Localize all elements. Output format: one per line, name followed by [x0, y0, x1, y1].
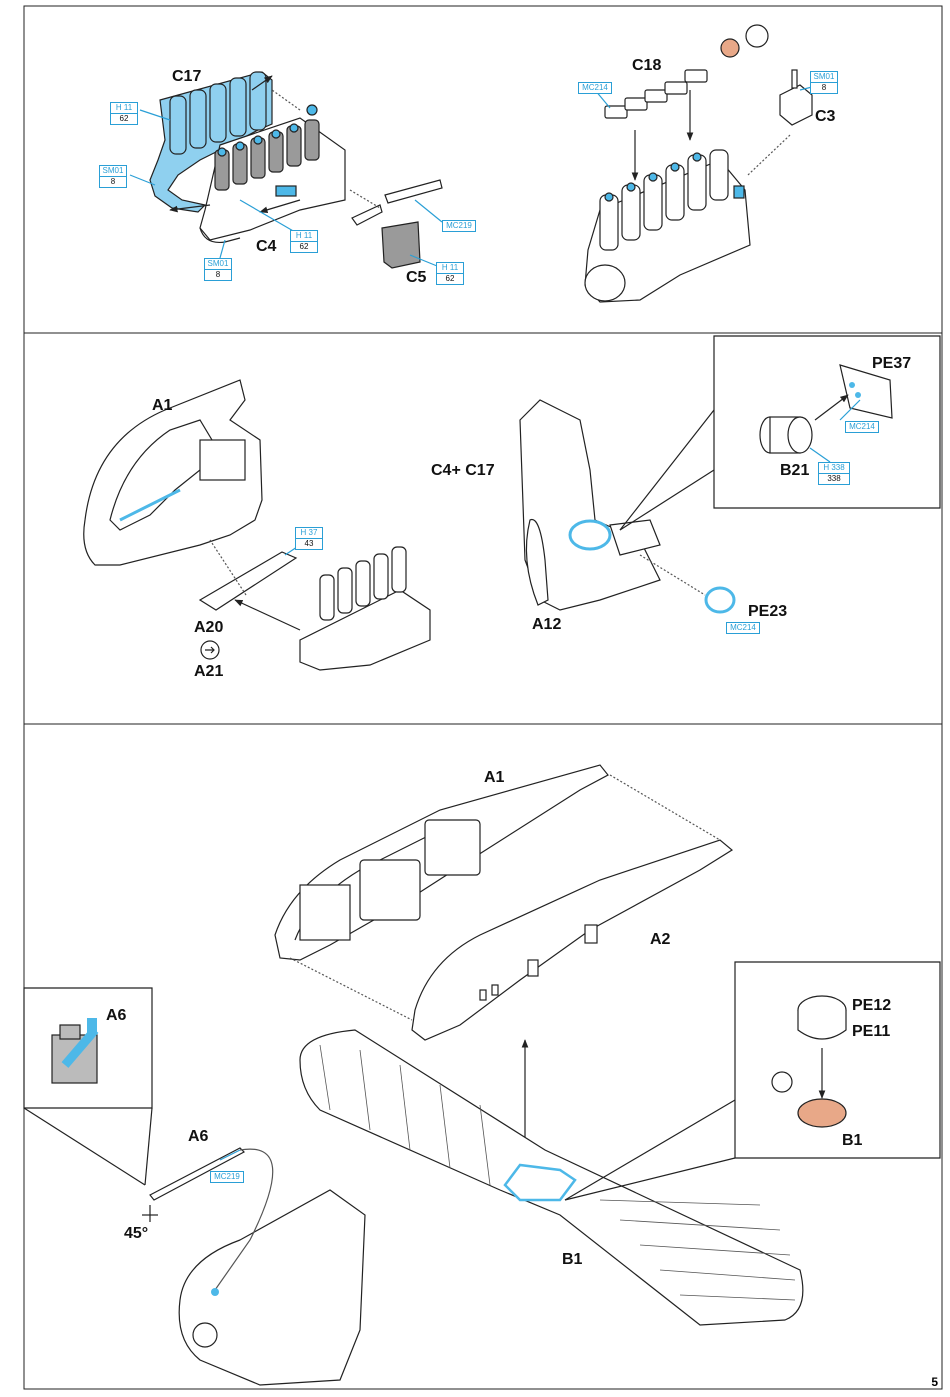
part-label-a12: A12: [532, 617, 561, 633]
part-label-a6: A6: [188, 1129, 208, 1145]
part-label-a6-inset: A6: [106, 1008, 126, 1024]
angle-label: 45°: [124, 1226, 148, 1242]
part-label-c4: C4: [256, 239, 276, 255]
part-label-a1: A1: [484, 770, 504, 786]
part-label-pe12: PE12: [852, 998, 891, 1014]
step1-left-engine-assembly: [130, 72, 442, 268]
part-label-pe23: PE23: [748, 604, 787, 620]
step1-right-engine-assembly: [585, 25, 820, 302]
part-label-pe11: PE11: [852, 1024, 890, 1040]
part-label-c4-c17: C4+ C17: [431, 463, 495, 479]
step2-engine-mount: [520, 336, 940, 612]
part-label-c17: C17: [172, 69, 201, 85]
part-label-a20: A20: [194, 620, 223, 636]
part-label-pe37: PE37: [872, 356, 911, 372]
part-label-c3: C3: [815, 109, 835, 125]
paint-code: SM01 8: [204, 258, 232, 281]
part-label-a21: A21: [194, 664, 223, 680]
paint-code: MC214: [845, 421, 879, 433]
part-label-b1-inset: B1: [842, 1133, 862, 1149]
part-label-a2: A2: [650, 932, 670, 948]
paint-code: MC219: [442, 220, 476, 232]
paint-code: MC214: [726, 622, 760, 634]
paint-code: H 11 62: [436, 262, 464, 285]
paint-code: SM01 8: [99, 165, 127, 188]
part-label-c5: C5: [406, 270, 426, 286]
part-label-b1: B1: [562, 1252, 582, 1268]
paint-code: H 11 62: [290, 230, 318, 253]
step2-fuselage-half: [84, 380, 430, 670]
paint-code: H 338 338: [818, 462, 850, 485]
part-label-b21: B21: [780, 463, 809, 479]
part-label-a1: A1: [152, 398, 172, 414]
paint-code: SM01 8: [810, 71, 838, 94]
paint-code: H 37 43: [295, 527, 323, 550]
step3-fuselage-assembly: [24, 765, 940, 1385]
paint-code: H 11 62: [110, 102, 138, 125]
paint-code: MC219: [210, 1171, 244, 1183]
paint-code: MC214: [578, 82, 612, 94]
page-number: 5: [931, 1375, 938, 1389]
part-label-c18: C18: [632, 58, 661, 74]
